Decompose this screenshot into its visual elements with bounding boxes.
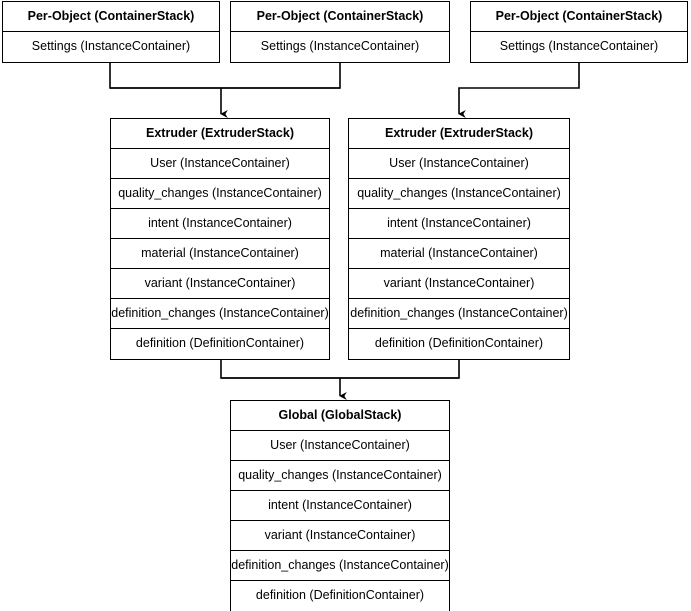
- node-row-material: material (InstanceContainer): [111, 239, 329, 269]
- node-header: Per-Object (ContainerStack): [231, 2, 449, 32]
- node-row-settings: Settings (InstanceContainer): [471, 32, 687, 62]
- node-row-quality-changes: quality_changes (InstanceContainer): [111, 179, 329, 209]
- node-header: Extruder (ExtruderStack): [349, 119, 569, 149]
- node-extruder-2[interactable]: Extruder (ExtruderStack) User (InstanceC…: [348, 118, 570, 360]
- node-row-definition-changes: definition_changes (InstanceContainer): [231, 551, 449, 581]
- node-row-user: User (InstanceContainer): [349, 149, 569, 179]
- node-global[interactable]: Global (GlobalStack) User (InstanceConta…: [230, 400, 450, 611]
- node-header: Extruder (ExtruderStack): [111, 119, 329, 149]
- node-row-intent: intent (InstanceContainer): [349, 209, 569, 239]
- node-per-object-1[interactable]: Per-Object (ContainerStack) Settings (In…: [2, 1, 220, 63]
- node-row-variant: variant (InstanceContainer): [349, 269, 569, 299]
- edge-extruder2-to-global: [221, 358, 460, 379]
- node-header: Per-Object (ContainerStack): [471, 2, 687, 32]
- node-per-object-3[interactable]: Per-Object (ContainerStack) Settings (In…: [470, 1, 688, 63]
- node-row-settings: Settings (InstanceContainer): [231, 32, 449, 62]
- node-row-definition: definition (DefinitionContainer): [111, 329, 329, 359]
- node-row-variant: variant (InstanceContainer): [111, 269, 329, 299]
- node-row-variant: variant (InstanceContainer): [231, 521, 449, 551]
- node-extruder-1[interactable]: Extruder (ExtruderStack) User (InstanceC…: [110, 118, 330, 360]
- edge-perobject3-to-extruder2: [458, 58, 580, 119]
- node-row-intent: intent (InstanceContainer): [231, 491, 449, 521]
- node-row-definition: definition (DefinitionContainer): [231, 581, 449, 611]
- node-per-object-2[interactable]: Per-Object (ContainerStack) Settings (In…: [230, 1, 450, 63]
- node-row-user: User (InstanceContainer): [231, 431, 449, 461]
- node-row-definition: definition (DefinitionContainer): [349, 329, 569, 359]
- node-row-intent: intent (InstanceContainer): [111, 209, 329, 239]
- node-row-definition-changes: definition_changes (InstanceContainer): [111, 299, 329, 329]
- node-row-definition-changes: definition_changes (InstanceContainer): [349, 299, 569, 329]
- node-header: Global (GlobalStack): [231, 401, 449, 431]
- node-row-settings: Settings (InstanceContainer): [3, 32, 219, 62]
- node-row-user: User (InstanceContainer): [111, 149, 329, 179]
- node-row-quality-changes: quality_changes (InstanceContainer): [231, 461, 449, 491]
- node-row-quality-changes: quality_changes (InstanceContainer): [349, 179, 569, 209]
- node-header: Per-Object (ContainerStack): [3, 2, 219, 32]
- node-row-material: material (InstanceContainer): [349, 239, 569, 269]
- edge-extruder1-to-global: [220, 358, 459, 379]
